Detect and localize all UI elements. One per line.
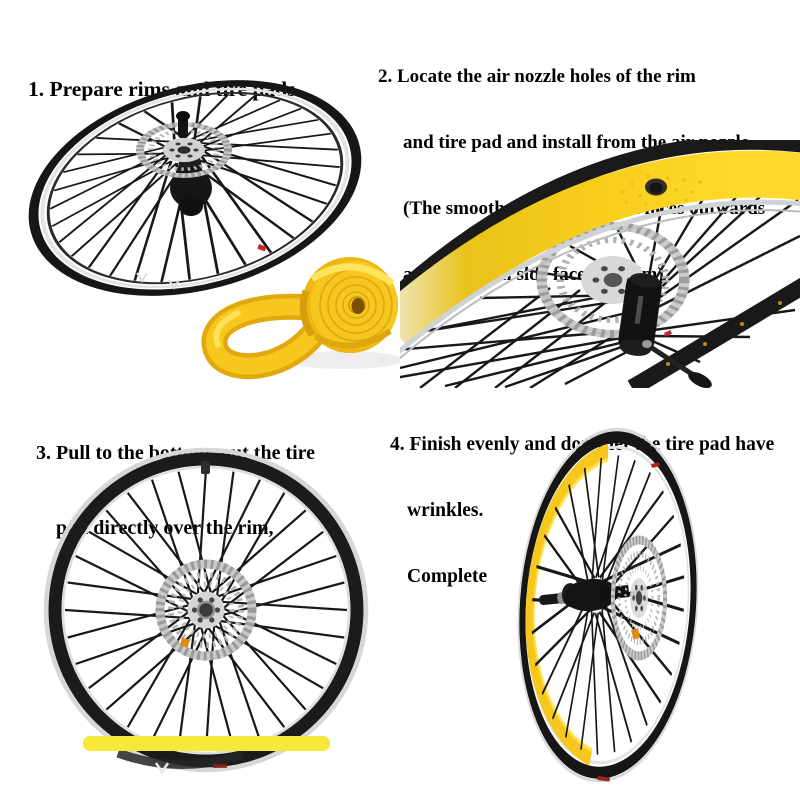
rotor-orange-marker (631, 628, 641, 640)
step-3-photo (43, 447, 369, 775)
rim-silver-lip (400, 199, 800, 355)
far-rim-shadow (116, 748, 244, 769)
step-1-photo (28, 80, 400, 380)
step-4-caption: 4. Finish evenly and don't let the tire … (390, 390, 774, 632)
rim-red-sticker (257, 244, 267, 252)
step-4-photo (517, 428, 699, 783)
caption-line: 2. Locate the air nozzle holes of the ri… (378, 66, 696, 87)
tire-pad-band (400, 150, 800, 347)
rim-red-label (597, 776, 610, 782)
roll-center-hole (351, 298, 365, 314)
caption-line: pad directly over the rim, (56, 517, 274, 539)
spoke-nipples (666, 301, 782, 366)
disc-rotor (136, 122, 232, 178)
caption-line: Complete (407, 566, 488, 587)
step-3-caption: 3. Pull to the bottom, put the tire pad … (36, 391, 315, 591)
rim-red-sticker (663, 330, 673, 337)
rim-red-label (213, 764, 227, 768)
rotor-orange-marker (179, 637, 190, 648)
tire-pad-roll (201, 257, 400, 380)
rim-logo-mark (154, 762, 170, 775)
disc-rotor (536, 222, 690, 338)
hub (539, 578, 630, 612)
tire-pad-band (83, 736, 330, 751)
far-rim (627, 277, 800, 388)
axle-stub (176, 111, 190, 138)
rim-red-label (650, 462, 660, 468)
hub (618, 273, 662, 356)
rim-outer-edge (400, 140, 800, 301)
tire-pad-arc (525, 443, 609, 766)
rim-logo-mark (136, 272, 148, 283)
valve-hole (201, 461, 210, 474)
grain-texture (620, 174, 702, 206)
step-2-photo (400, 140, 800, 388)
disc-rotor (155, 559, 257, 661)
rim-logo-mark (168, 279, 180, 290)
caption-line: wrinkles. (407, 500, 484, 521)
disc-rotor (610, 535, 668, 661)
bicycle-wheel-angled (517, 428, 699, 783)
quick-release-skewer (642, 340, 712, 388)
